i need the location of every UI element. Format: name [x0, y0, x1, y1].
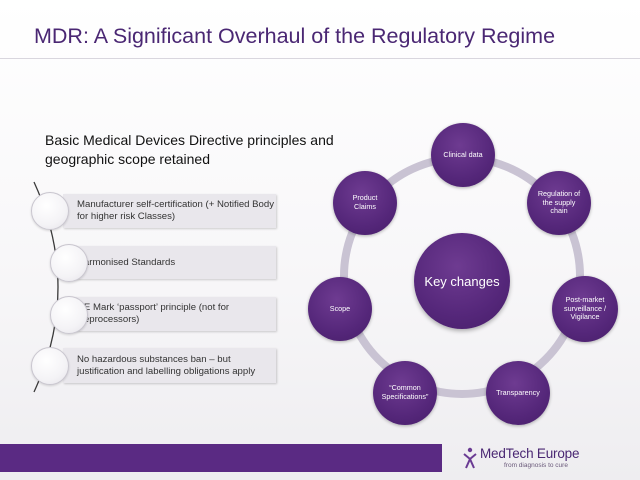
node-label: Regulation of the supply chain: [537, 189, 581, 216]
principle-row-harmonised-standards: Harmonised Standards: [63, 246, 276, 279]
bullet-circle-icon: [31, 192, 69, 230]
node-label: Product Claims: [352, 193, 378, 211]
key-changes-center: Key changes: [414, 233, 510, 329]
node-label: Post-market surveillance / Vigilance: [564, 295, 606, 322]
center-label: Key changes: [424, 273, 500, 289]
bullet-circle-icon: [50, 296, 88, 334]
principle-text: Harmonised Standards: [77, 256, 176, 268]
principle-text: Manufacturer self-certification (+ Notif…: [77, 199, 275, 222]
node-common-specifications: “Common Specifications”: [373, 361, 437, 425]
node-label: Scope: [329, 303, 351, 313]
bullet-circle-icon: [31, 347, 69, 385]
bullet-circle-icon: [50, 244, 88, 282]
logo-tagline: from diagnosis to cure: [504, 462, 568, 469]
principle-row-self-certification: Manufacturer self-certification (+ Notif…: [63, 194, 276, 228]
principle-row-ce-mark: CE Mark ‘passport’ principle (not for Re…: [63, 297, 276, 331]
principle-text: CE Mark ‘passport’ principle (not for Re…: [77, 302, 230, 325]
footer-bar: [0, 444, 442, 472]
node-clinical-data: Clinical data: [431, 123, 495, 187]
node-transparency: Transparency: [486, 361, 550, 425]
medtech-europe-logo: MedTech Europe from diagnosis to cure: [462, 446, 622, 470]
node-scope: Scope: [308, 277, 372, 341]
title-divider: [0, 58, 640, 59]
slide-subtitle: Basic Medical Devices Directive principl…: [45, 132, 334, 167]
node-post-market: Post-market surveillance / Vigilance: [552, 276, 618, 342]
principle-text: No hazardous substances ban – but justif…: [77, 353, 256, 377]
principle-row-hazardous-substances: No hazardous substances ban – but justif…: [63, 348, 276, 383]
slide-title: MDR: A Significant Overhaul of the Regul…: [34, 24, 556, 48]
node-label: Clinical data: [443, 149, 483, 159]
logo-figure-icon: [463, 447, 477, 469]
node-label: Transparency: [496, 387, 540, 397]
logo-name: MedTech Europe: [480, 446, 580, 461]
node-supply-chain: Regulation of the supply chain: [527, 171, 591, 235]
node-label: “Common Specifications”: [381, 383, 429, 401]
node-product-claims: Product Claims: [333, 171, 397, 235]
